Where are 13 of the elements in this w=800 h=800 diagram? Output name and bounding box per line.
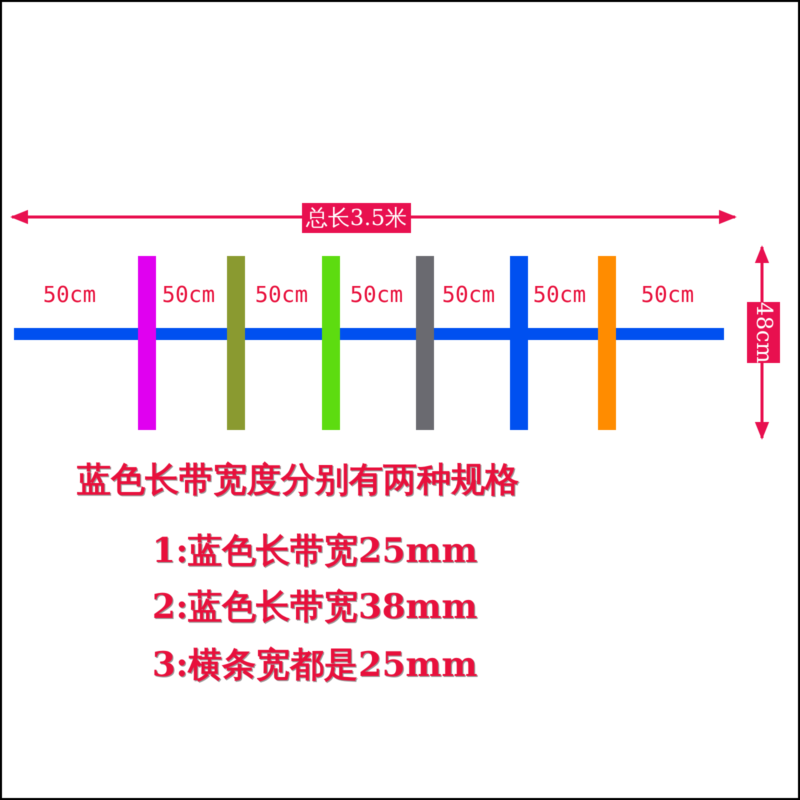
dimension-label: 50cm <box>350 283 403 308</box>
dimension-label: 50cm <box>162 283 215 308</box>
note: 1:蓝色长带宽25mm <box>152 530 478 573</box>
dimension-label: 48cm <box>747 302 780 364</box>
dimension-label: 50cm <box>533 283 586 308</box>
dimension-label: 50cm <box>641 283 694 308</box>
heading: 蓝色长带宽度分别有两种规格 <box>77 459 519 502</box>
dimension-label: 50cm <box>255 283 308 308</box>
dimension-label: 50cm <box>43 283 96 308</box>
dimension-label: 50cm <box>442 283 495 308</box>
note: 3:横条宽都是25mm <box>152 644 478 687</box>
dimension-label: 总长3.5米 <box>302 203 411 233</box>
note: 2:蓝色长带宽38mm <box>152 586 478 629</box>
